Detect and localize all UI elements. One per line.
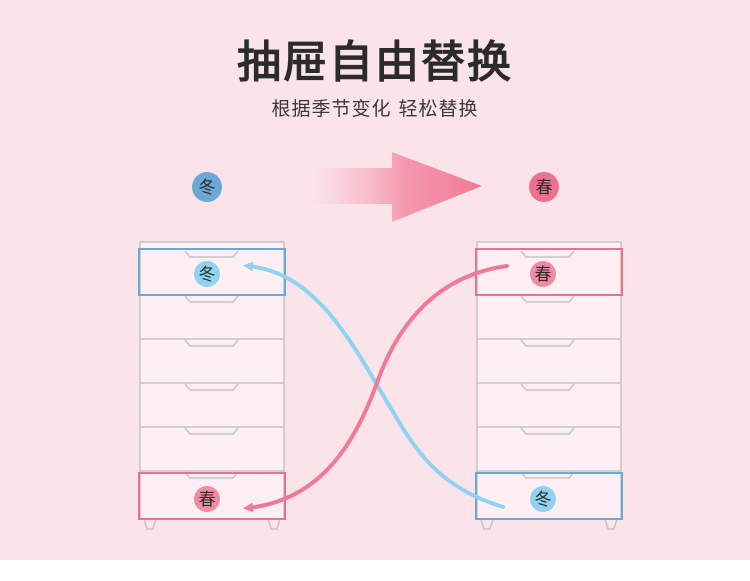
transition-arrow-icon <box>312 152 482 222</box>
winter-swap-arrow-icon <box>243 261 505 509</box>
spring-swap-arrow-icon <box>243 264 509 513</box>
winter-badge: 冬 <box>192 172 222 202</box>
cabinet-after-top-drawer-badge: 春 <box>530 261 556 287</box>
cabinet-before-bottom-drawer-highlight <box>138 472 286 520</box>
product-banner: 抽屉自由替换 根据季节变化 轻松替换 冬 春 <box>0 0 750 560</box>
page-title: 抽屉自由替换 <box>237 37 513 88</box>
cabinet-before-top-label: 冬 <box>199 265 216 285</box>
cabinet-before-bottom-label: 春 <box>199 490 216 510</box>
spring-badge-label: 春 <box>536 178 553 198</box>
spring-badge: 春 <box>529 172 559 202</box>
winter-badge-label: 冬 <box>199 178 216 198</box>
cabinet-before-top-drawer-badge: 冬 <box>194 261 220 287</box>
cabinet-before-bottom-drawer-badge: 春 <box>194 486 220 512</box>
cabinet-before-top-drawer-highlight <box>138 248 286 296</box>
page-subtitle: 根据季节变化 轻松替换 <box>271 98 479 120</box>
swap-illustration: 冬 春 冬 春 <box>138 152 623 530</box>
cabinet-after-bottom-label: 冬 <box>535 490 552 510</box>
cabinet-after-bottom-drawer-badge: 冬 <box>530 486 556 512</box>
cabinet-after-top-label: 春 <box>535 265 552 285</box>
